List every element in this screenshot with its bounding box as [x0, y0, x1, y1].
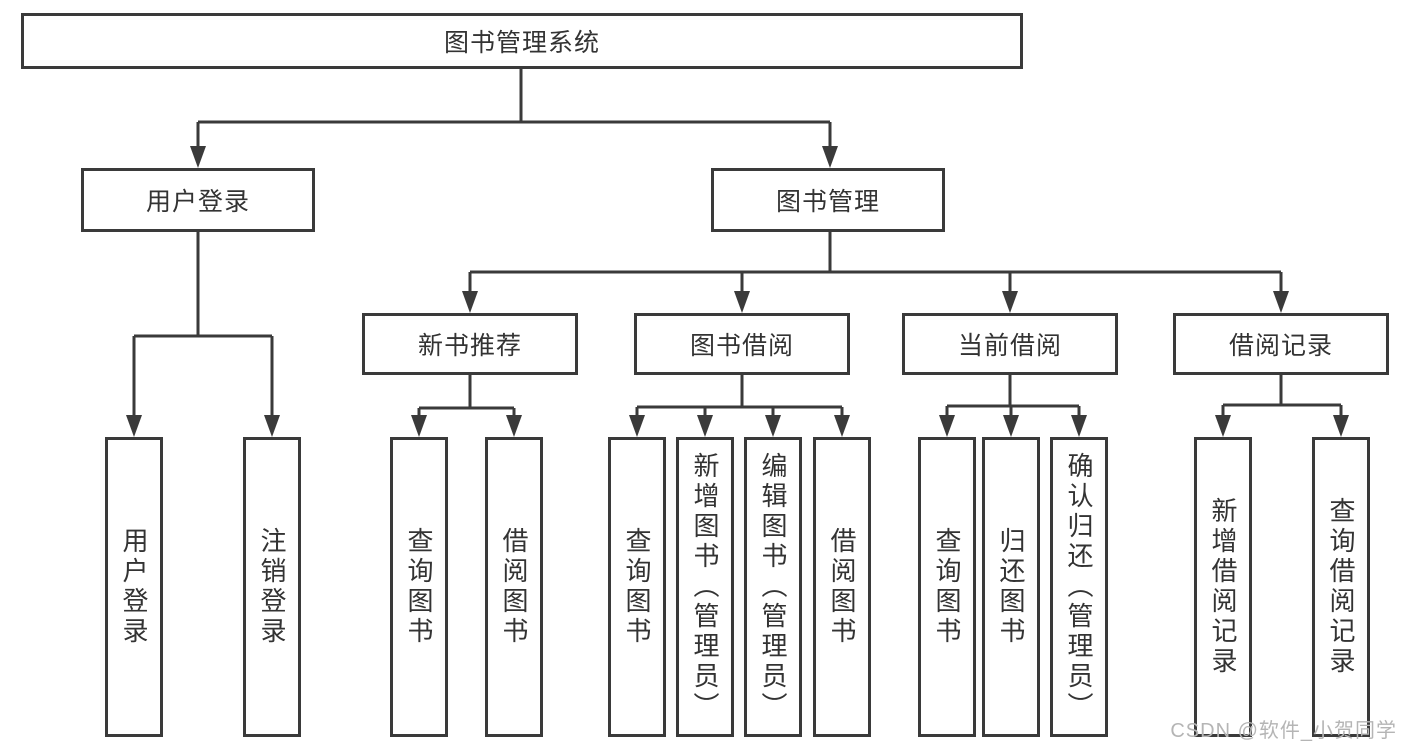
node-user-login-branch: 用户登录: [81, 168, 315, 232]
node-label: 用户登录: [145, 188, 250, 216]
node-label: 查询图书: [932, 527, 962, 647]
node-label: 图书管理: [775, 188, 880, 216]
leaf-cb-confirm-return-admin: 确认归还（管理员）: [1050, 437, 1108, 737]
node-label: 新增借阅记录: [1208, 497, 1238, 677]
node-book-management-branch: 图书管理: [711, 168, 945, 232]
leaf-cb-query-books: 查询图书: [918, 437, 976, 737]
node-label: 注销登录: [257, 527, 287, 647]
leaf-rec-query-books: 查询图书: [390, 437, 448, 737]
node-new-book-recommendation: 新书推荐: [362, 313, 578, 375]
leaf-br-query-record: 查询借阅记录: [1312, 437, 1370, 737]
leaf-bb-add-books-admin: 新增图书（管理员）: [676, 437, 734, 737]
node-label: 确认归还（管理员）: [1064, 452, 1094, 722]
node-label: 查询借阅记录: [1326, 497, 1356, 677]
node-label: 用户登录: [119, 527, 149, 647]
leaf-logout: 注销登录: [243, 437, 301, 737]
node-label: 借阅图书: [499, 527, 529, 647]
node-label: 编辑图书（管理员）: [758, 452, 788, 722]
leaf-cb-return-books: 归还图书: [982, 437, 1040, 737]
node-label: 新书推荐: [417, 332, 522, 360]
node-label: 借阅记录: [1228, 332, 1333, 360]
node-label: 图书借阅: [689, 332, 794, 360]
node-label: 查询图书: [622, 527, 652, 647]
leaf-user-login: 用户登录: [105, 437, 163, 737]
node-label: 当前借阅: [957, 332, 1062, 360]
node-current-borrowing: 当前借阅: [902, 313, 1118, 375]
node-library-management-system: 图书管理系统: [21, 13, 1023, 69]
node-label: 图书管理系统: [443, 29, 600, 57]
node-book-borrowing: 图书借阅: [634, 313, 850, 375]
leaf-bb-borrow-books: 借阅图书: [813, 437, 871, 737]
node-borrowing-records: 借阅记录: [1173, 313, 1389, 375]
node-label: 借阅图书: [827, 527, 857, 647]
node-label: 新增图书（管理员）: [690, 452, 720, 722]
leaf-br-add-record: 新增借阅记录: [1194, 437, 1252, 737]
leaf-bb-edit-books-admin: 编辑图书（管理员）: [744, 437, 802, 737]
node-label: 归还图书: [996, 527, 1026, 647]
leaf-bb-query-books: 查询图书: [608, 437, 666, 737]
leaf-rec-borrow-books: 借阅图书: [485, 437, 543, 737]
node-label: 查询图书: [404, 527, 434, 647]
watermark: CSDN @软件_小贺同学: [1170, 720, 1397, 742]
